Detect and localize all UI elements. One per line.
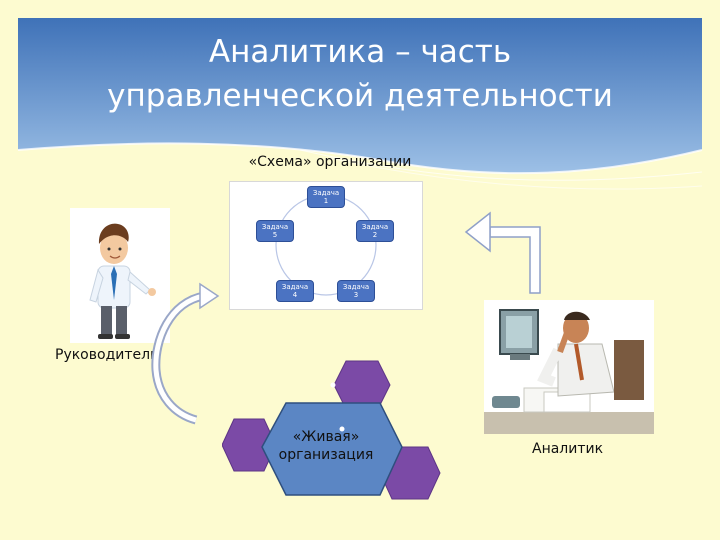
analyst-illustration [484,300,654,434]
org-scheme-diagram: Задача 1 Задача 2 Задача 3 Задача 4 Зада… [229,181,423,310]
task-name: Задача [361,223,389,231]
task-node-3: Задача 3 [337,280,375,302]
living-org-label: «Живая» организация [262,428,390,464]
task-name: Задача [261,223,289,231]
analyst-label: Аналитик [532,441,604,457]
slide-title: Аналитика – часть управленческой деятель… [20,30,700,118]
task-number: 1 [323,197,329,205]
task-number: 5 [272,231,278,239]
living-org-hexagons [222,360,441,500]
scheme-caption: «Схема» организации [248,154,412,170]
task-name: Задача [342,283,370,291]
title-line-1: Аналитика – часть [208,34,512,70]
living-org-line-1: «Живая» [292,429,360,445]
task-node-5: Задача 5 [256,220,294,242]
living-org-line-2: организация [278,447,374,463]
curved-arrow [151,282,220,425]
manager-label: Руководитель [55,347,159,363]
return-arrow [464,211,541,294]
task-node-4: Задача 4 [276,280,314,302]
title-band [17,18,703,190]
task-number: 3 [353,291,359,299]
manager-illustration [70,208,170,343]
task-number: 2 [372,231,378,239]
task-node-1: Задача 1 [307,186,345,208]
task-node-2: Задача 2 [356,220,394,242]
title-line-2: управленческой деятельности [107,78,613,114]
task-name: Задача [281,283,309,291]
task-name: Задача [312,189,340,197]
task-number: 4 [292,291,298,299]
